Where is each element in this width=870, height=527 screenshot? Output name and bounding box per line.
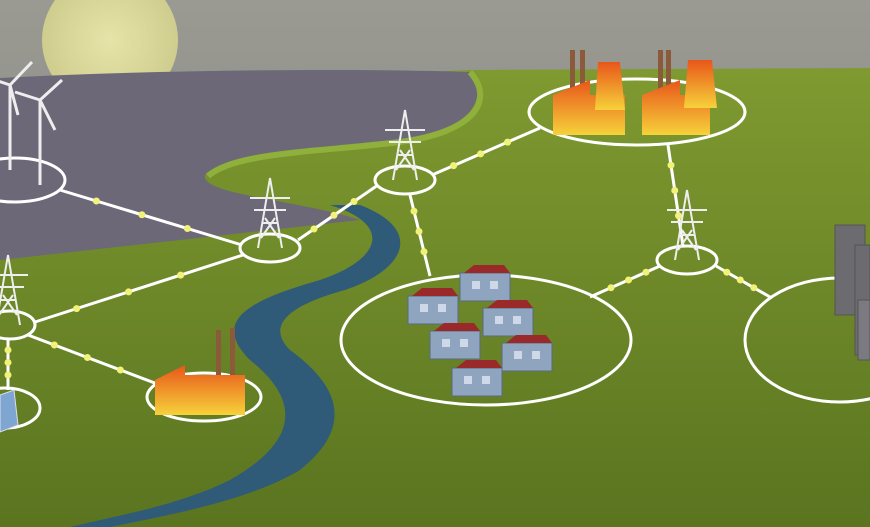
energy-dot: [504, 138, 512, 146]
power-plant-icon: [553, 50, 717, 135]
energy-dot: [477, 150, 485, 158]
grid-line: [431, 126, 541, 177]
city-buildings-icon: [834, 224, 870, 361]
energy-dot: [177, 271, 185, 279]
house-icon: [451, 360, 503, 397]
energy-dot: [350, 198, 358, 205]
energy-dot: [310, 225, 318, 233]
energy-dot: [4, 359, 12, 366]
energy-dot: [4, 371, 12, 379]
energy-dot: [642, 268, 650, 276]
factory-icon: [155, 328, 245, 415]
pylon-river-ring: [238, 232, 302, 264]
power-plant-ring: [527, 77, 747, 147]
energy-dot: [410, 207, 418, 215]
solar-panel-icon: [0, 389, 19, 433]
energy-dot: [607, 284, 615, 292]
house-icon: [429, 323, 481, 360]
water: [0, 70, 478, 260]
pylon-icon: [250, 177, 290, 249]
energy-dot: [92, 197, 100, 205]
energy-dot: [415, 227, 423, 235]
pylon-icon: [667, 189, 707, 261]
grid-line: [27, 333, 161, 387]
river: [70, 205, 401, 527]
energy-dot: [723, 268, 731, 276]
energy-dot: [675, 212, 682, 220]
pylon-right-ring: [655, 244, 719, 276]
wind-farm-ring: [0, 156, 67, 204]
energy-dot: [183, 225, 191, 232]
energy-dot: [420, 248, 428, 256]
pylon-icon: [0, 254, 28, 326]
pylon-icon: [385, 109, 425, 181]
house-icon: [501, 335, 553, 372]
grid-line: [59, 188, 243, 247]
house-icon: [459, 265, 511, 302]
energy-dot: [4, 346, 12, 354]
energy-dot: [667, 161, 675, 169]
house-icon: [407, 288, 459, 325]
energy-dot: [750, 284, 758, 292]
pylon-center-ring: [373, 164, 437, 196]
energy-dot: [450, 162, 458, 170]
energy-dot: [330, 211, 338, 219]
energy-dot: [671, 186, 679, 194]
energy-dot: [116, 366, 124, 374]
energy-dot: [625, 276, 632, 284]
factory-ring: [145, 371, 263, 423]
energy-dot: [736, 276, 744, 284]
wind-turbine-icon: [0, 60, 64, 185]
pylon-left-ring: [0, 309, 37, 341]
energy-dot: [50, 341, 58, 349]
energy-dot: [125, 288, 133, 296]
houses-cluster: [407, 265, 553, 397]
house-icon: [482, 300, 534, 337]
energy-dot: [83, 354, 91, 361]
energy-dot: [73, 305, 81, 313]
energy-dots: [4, 138, 758, 379]
grid-line: [34, 253, 244, 324]
energy-dot: [138, 211, 146, 219]
